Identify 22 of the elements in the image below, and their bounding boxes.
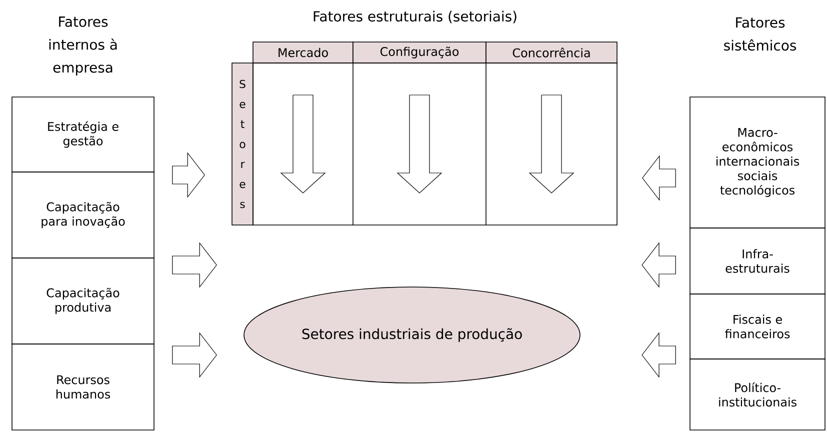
block-arrow <box>172 332 217 378</box>
factor-box: Capacitação para inovação <box>12 172 154 258</box>
column-header: Concorrência <box>486 42 618 64</box>
block-arrow <box>642 242 676 288</box>
factor-box: Macro- econômicos internacionais sociais tecnológicos <box>690 96 826 228</box>
group-heading: Fatores sistêmicos <box>724 17 796 51</box>
factor-box: Infra- estruturais <box>690 228 826 294</box>
block-arrow <box>642 332 676 378</box>
factor-box: Estratégia e gestão <box>12 96 154 172</box>
column-header: Configuração <box>352 42 486 64</box>
factor-box: Político- institucionais <box>690 358 826 430</box>
group-heading: Fatores estruturais (setoriais) <box>314 10 516 24</box>
table-body <box>252 62 618 226</box>
factor-box: Recursos humanos <box>12 344 154 430</box>
factor-box: Fiscais e financeiros <box>690 294 826 360</box>
factor-box: Capacitação produtiva <box>12 258 154 344</box>
row-header: Setores <box>232 62 254 226</box>
column-header: Mercado <box>252 42 354 64</box>
group-heading: Fatores internos à empresa <box>49 16 117 76</box>
block-arrow <box>172 242 217 288</box>
block-arrow <box>642 155 676 201</box>
block-arrow <box>172 152 205 198</box>
